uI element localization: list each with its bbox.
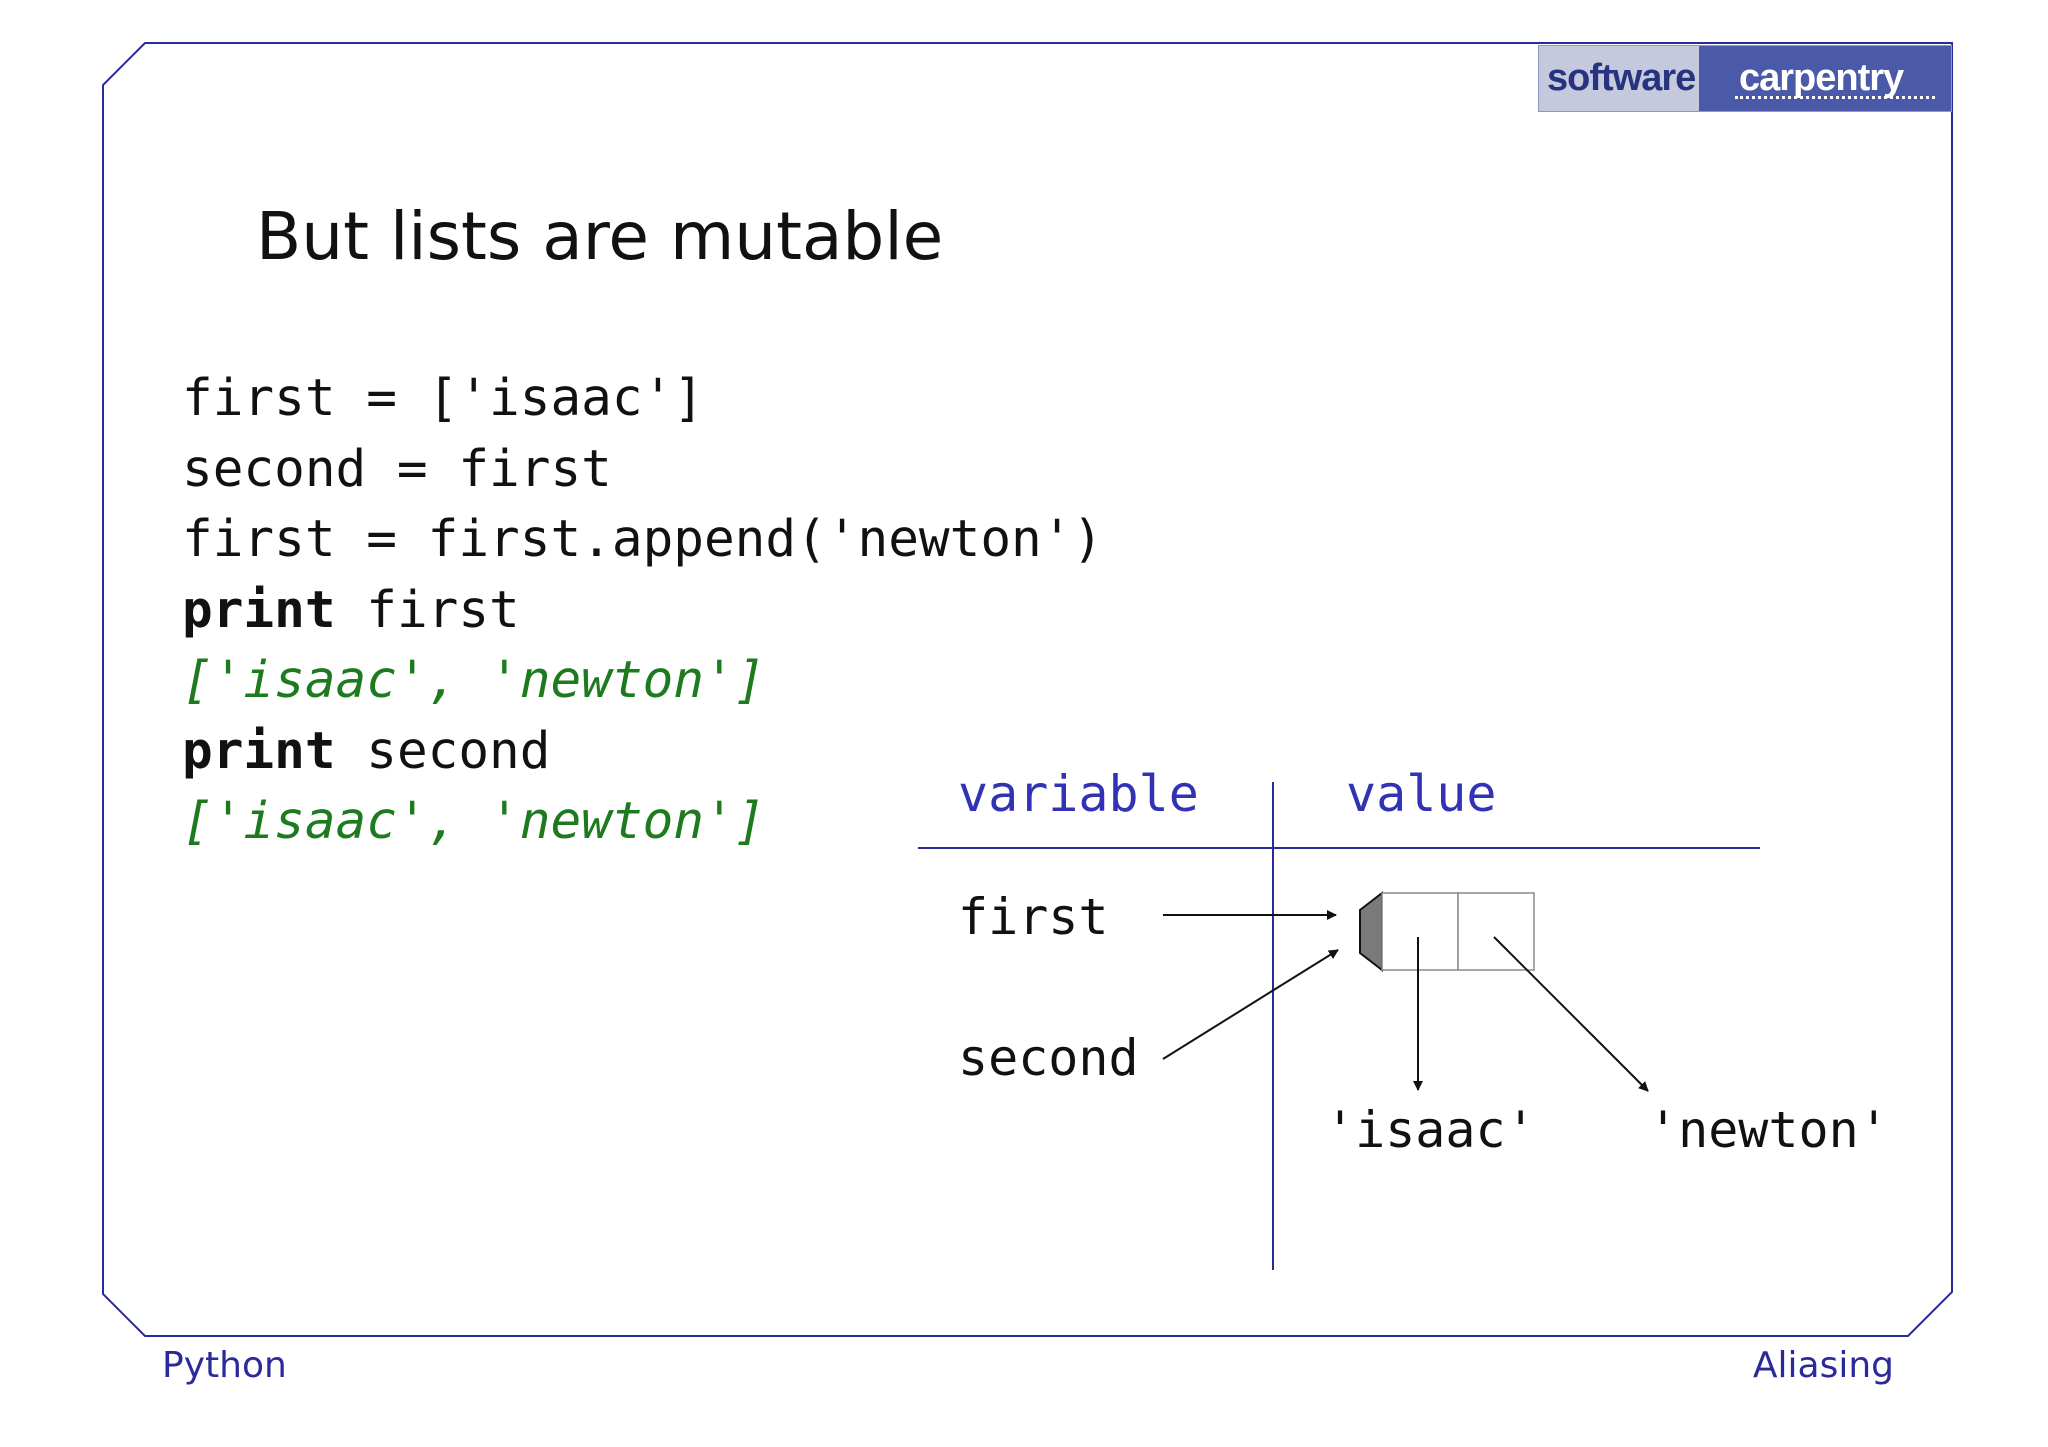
value-newton: 'newton' [1648,1101,1889,1159]
code-line-6: print second [182,717,1103,788]
code-line-2: second = first [182,439,612,499]
list-cell-1 [1457,892,1535,971]
header-value: value [1346,765,1497,823]
code-line-4: print first [182,576,1103,647]
logo-dotted-line [1735,96,1935,99]
arrow-second-to-list [1162,949,1339,1060]
footer-left: Python [162,1345,287,1386]
logo-word-software: software [1547,57,1696,99]
logo-strip [1539,46,1699,111]
software-carpentry-logo: software carpentry [1538,45,1952,112]
list-object-trapezoid [1359,890,1383,973]
code-line-3: first = first.append('newton') [182,510,1104,569]
code-line-4-rest: first [335,580,520,640]
code-block: first = ['isaac'] second = first first = f… [182,364,1103,858]
code-line-1: first = ['isaac'] [182,369,704,428]
arrow-cell1-to-newton [1493,936,1649,1092]
code-output-1: ['isaac', 'newton'] [182,651,766,710]
variable-second: second [958,1029,1139,1087]
code-line-6-rest: second [335,721,551,781]
logo-word-carpentry: carpentry [1739,57,1904,99]
slide-title: But lists are mutable [256,198,944,275]
list-cell-0 [1381,892,1459,971]
print-keyword: print [182,580,336,640]
code-output-2: ['isaac', 'newton'] [182,792,766,851]
print-keyword: print [182,721,336,781]
header-variable: variable [958,765,1199,823]
value-isaac: 'isaac' [1325,1101,1536,1159]
footer-right: Aliasing [1752,1345,1894,1386]
variable-first: first [958,888,1109,946]
